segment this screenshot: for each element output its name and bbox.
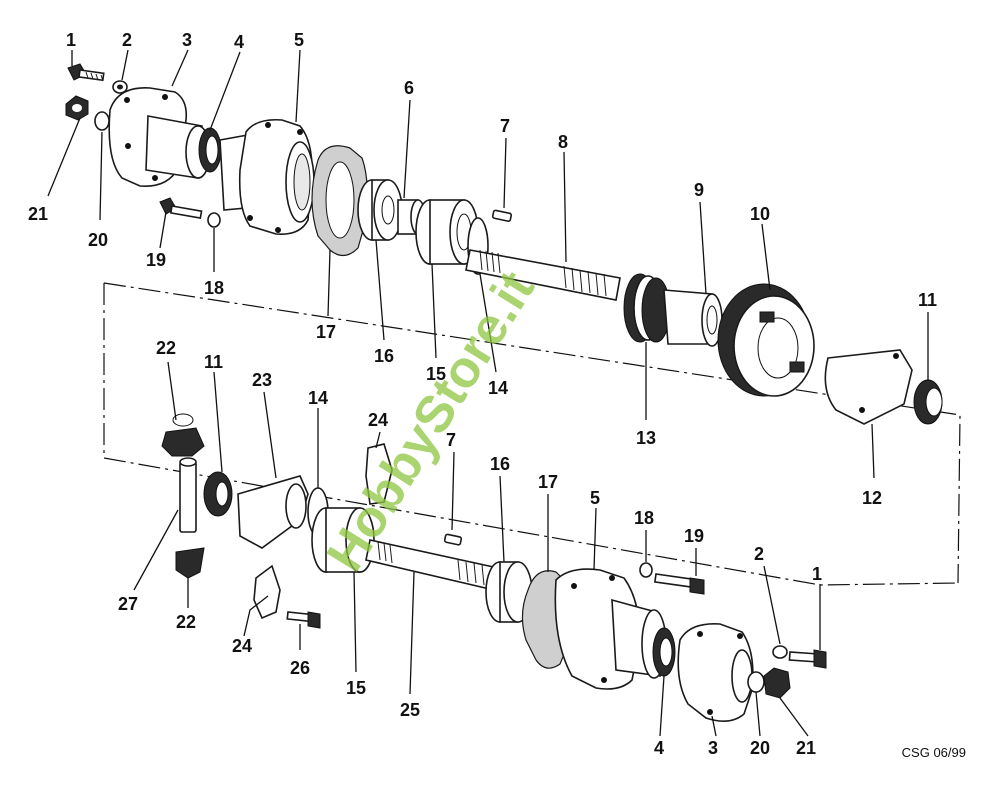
- label-26: 26: [290, 658, 310, 678]
- bearing-15-bottom: [311, 507, 375, 573]
- upper-assembly: [65, 63, 943, 425]
- label-5-bottom: 5: [590, 488, 600, 508]
- label-4-top: 4: [234, 32, 244, 52]
- nut-21-bottom: [763, 667, 791, 699]
- planet-gear-11-top: [913, 379, 943, 425]
- label-18-bottom: 18: [634, 508, 654, 528]
- part-labels-bottom: 22 11 23 14 24 7 16 17 5 18 19 2 1 27 22…: [118, 338, 822, 758]
- bolt-19-top: [159, 197, 203, 220]
- bevel-gear-22-lower: [175, 547, 205, 579]
- drawing-code: CSG 06/99: [901, 745, 966, 760]
- assembly-frame: [103, 282, 961, 586]
- label-3-top: 3: [182, 30, 192, 50]
- label-7-bottom: 7: [446, 430, 456, 450]
- washer-2-bottom: [772, 645, 788, 659]
- label-16-bottom: 16: [490, 454, 510, 474]
- label-14-bottom: 14: [308, 388, 328, 408]
- washer-20-bottom: [747, 671, 765, 693]
- crown-gear-10: [717, 283, 815, 397]
- bevel-gear-22-upper: [161, 413, 205, 457]
- seal-4-top: [198, 127, 222, 173]
- label-25: 25: [400, 700, 420, 720]
- label-21-top: 21: [28, 204, 48, 224]
- label-8-top: 8: [558, 132, 568, 152]
- part-labels-top: 1 2 3 4 5 6 7 8 9 10 11 21 20 19 18 17 1…: [28, 30, 937, 508]
- bolt-1-top: [67, 63, 105, 82]
- label-15-top: 15: [426, 364, 446, 384]
- key-7-bottom: [443, 533, 463, 546]
- label-16-top: 16: [374, 346, 394, 366]
- watermark-text: HobbyStore.it: [316, 262, 546, 582]
- housing-5-bottom: [554, 568, 667, 690]
- flange-3-bottom: [677, 623, 754, 722]
- lower-assembly: [161, 413, 827, 722]
- housing-5-top: [219, 118, 315, 236]
- label-11-top: 11: [918, 290, 937, 310]
- label-24-upper: 24: [368, 410, 388, 430]
- bolt-1-bottom: [788, 649, 827, 669]
- tab-plate-24-lower: [253, 564, 281, 620]
- label-17-top: 17: [316, 322, 336, 342]
- washer-18-bottom: [639, 562, 653, 578]
- label-1-top: 1: [66, 30, 76, 50]
- label-13-top: 13: [636, 428, 656, 448]
- label-9-top: 9: [694, 180, 704, 200]
- label-27: 27: [118, 594, 138, 614]
- label-3-bottom: 3: [708, 738, 718, 758]
- hub-9: [663, 289, 723, 347]
- shaft-8: [465, 249, 621, 301]
- label-20-bottom: 20: [750, 738, 770, 758]
- flange-3-top: [108, 87, 211, 187]
- label-4-bottom: 4: [654, 738, 664, 758]
- carrier-12: [824, 349, 913, 425]
- planet-gear-11-bottom: [203, 471, 233, 517]
- label-24-lower: 24: [232, 636, 252, 656]
- gear-pack-13: [623, 273, 671, 343]
- label-1-bottom: 1: [812, 564, 822, 584]
- label-18-top: 18: [204, 278, 224, 298]
- label-2-top: 2: [122, 30, 132, 50]
- label-5-top: 5: [294, 30, 304, 50]
- label-17-bottom: 17: [538, 472, 558, 492]
- tab-plate-24-upper: [365, 443, 393, 505]
- label-6-top: 6: [404, 78, 414, 98]
- label-20-top: 20: [88, 230, 108, 250]
- carrier-23: [237, 475, 309, 549]
- label-7-top: 7: [500, 116, 510, 136]
- label-22-upper: 22: [156, 338, 176, 358]
- leader-lines: [47, 49, 929, 737]
- label-15-bottom: 15: [346, 678, 366, 698]
- label-14-top: 14: [488, 378, 508, 398]
- label-10-top: 10: [750, 204, 770, 224]
- key-7-top: [491, 209, 513, 222]
- label-2-bottom: 2: [754, 544, 764, 564]
- label-21-bottom: 21: [796, 738, 816, 758]
- bolt-19-bottom: [653, 573, 705, 595]
- pin-27: [179, 457, 197, 533]
- bolt-26: [286, 611, 321, 629]
- washer-18-top: [207, 212, 221, 228]
- label-12-top: 12: [862, 488, 882, 508]
- washer-20-top: [94, 111, 110, 131]
- gasket-17-top: [311, 145, 368, 257]
- label-23: 23: [252, 370, 272, 390]
- label-19-top: 19: [146, 250, 166, 270]
- label-11-bottom: 11: [204, 352, 223, 372]
- bearing-16-top: [357, 179, 403, 241]
- label-19-bottom: 19: [684, 526, 704, 546]
- label-22-lower: 22: [176, 612, 196, 632]
